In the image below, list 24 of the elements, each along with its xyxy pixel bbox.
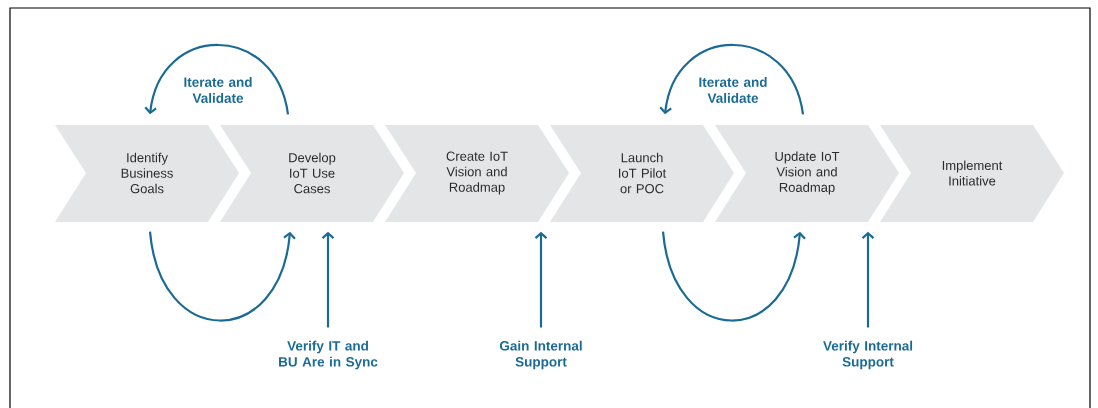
node-label: Identify Business Goals bbox=[121, 152, 173, 194]
chevron-step: Update IoT Vision and Roadmap bbox=[715, 125, 899, 222]
chevron-step: Create IoT Vision and Roadmap bbox=[385, 125, 569, 222]
chevron-step: Develop IoT Use Cases bbox=[220, 125, 404, 222]
arrow bbox=[659, 43, 805, 115]
node-label: Develop IoT Use Cases bbox=[289, 152, 336, 194]
arrow bbox=[661, 231, 806, 322]
chevron-step: Identify Business Goals bbox=[55, 125, 239, 222]
node-label: Update IoT Vision and Roadmap bbox=[775, 151, 840, 195]
step-note: Verify IT and BU Are in Sync bbox=[279, 340, 378, 370]
arrow bbox=[534, 231, 548, 328]
edge-label: Iterate and Validate bbox=[177, 76, 259, 104]
chevron-step: Implement Initiative bbox=[880, 125, 1064, 222]
arrow bbox=[861, 231, 875, 328]
edge-label: Iterate and Validate bbox=[692, 76, 774, 104]
node-label: Implement Initiative bbox=[942, 160, 1003, 186]
step-note: Verify Internal Support bbox=[823, 340, 913, 370]
arrow bbox=[144, 43, 290, 115]
arrow bbox=[148, 231, 296, 322]
chevron-step: Launch IoT Pilot or POC bbox=[550, 125, 734, 222]
step-note: Gain Internal Support bbox=[499, 340, 582, 370]
node-label: Launch IoT Pilot or POC bbox=[619, 152, 667, 194]
arrow bbox=[321, 231, 335, 328]
node-label: Create IoT Vision and Roadmap bbox=[446, 151, 508, 195]
